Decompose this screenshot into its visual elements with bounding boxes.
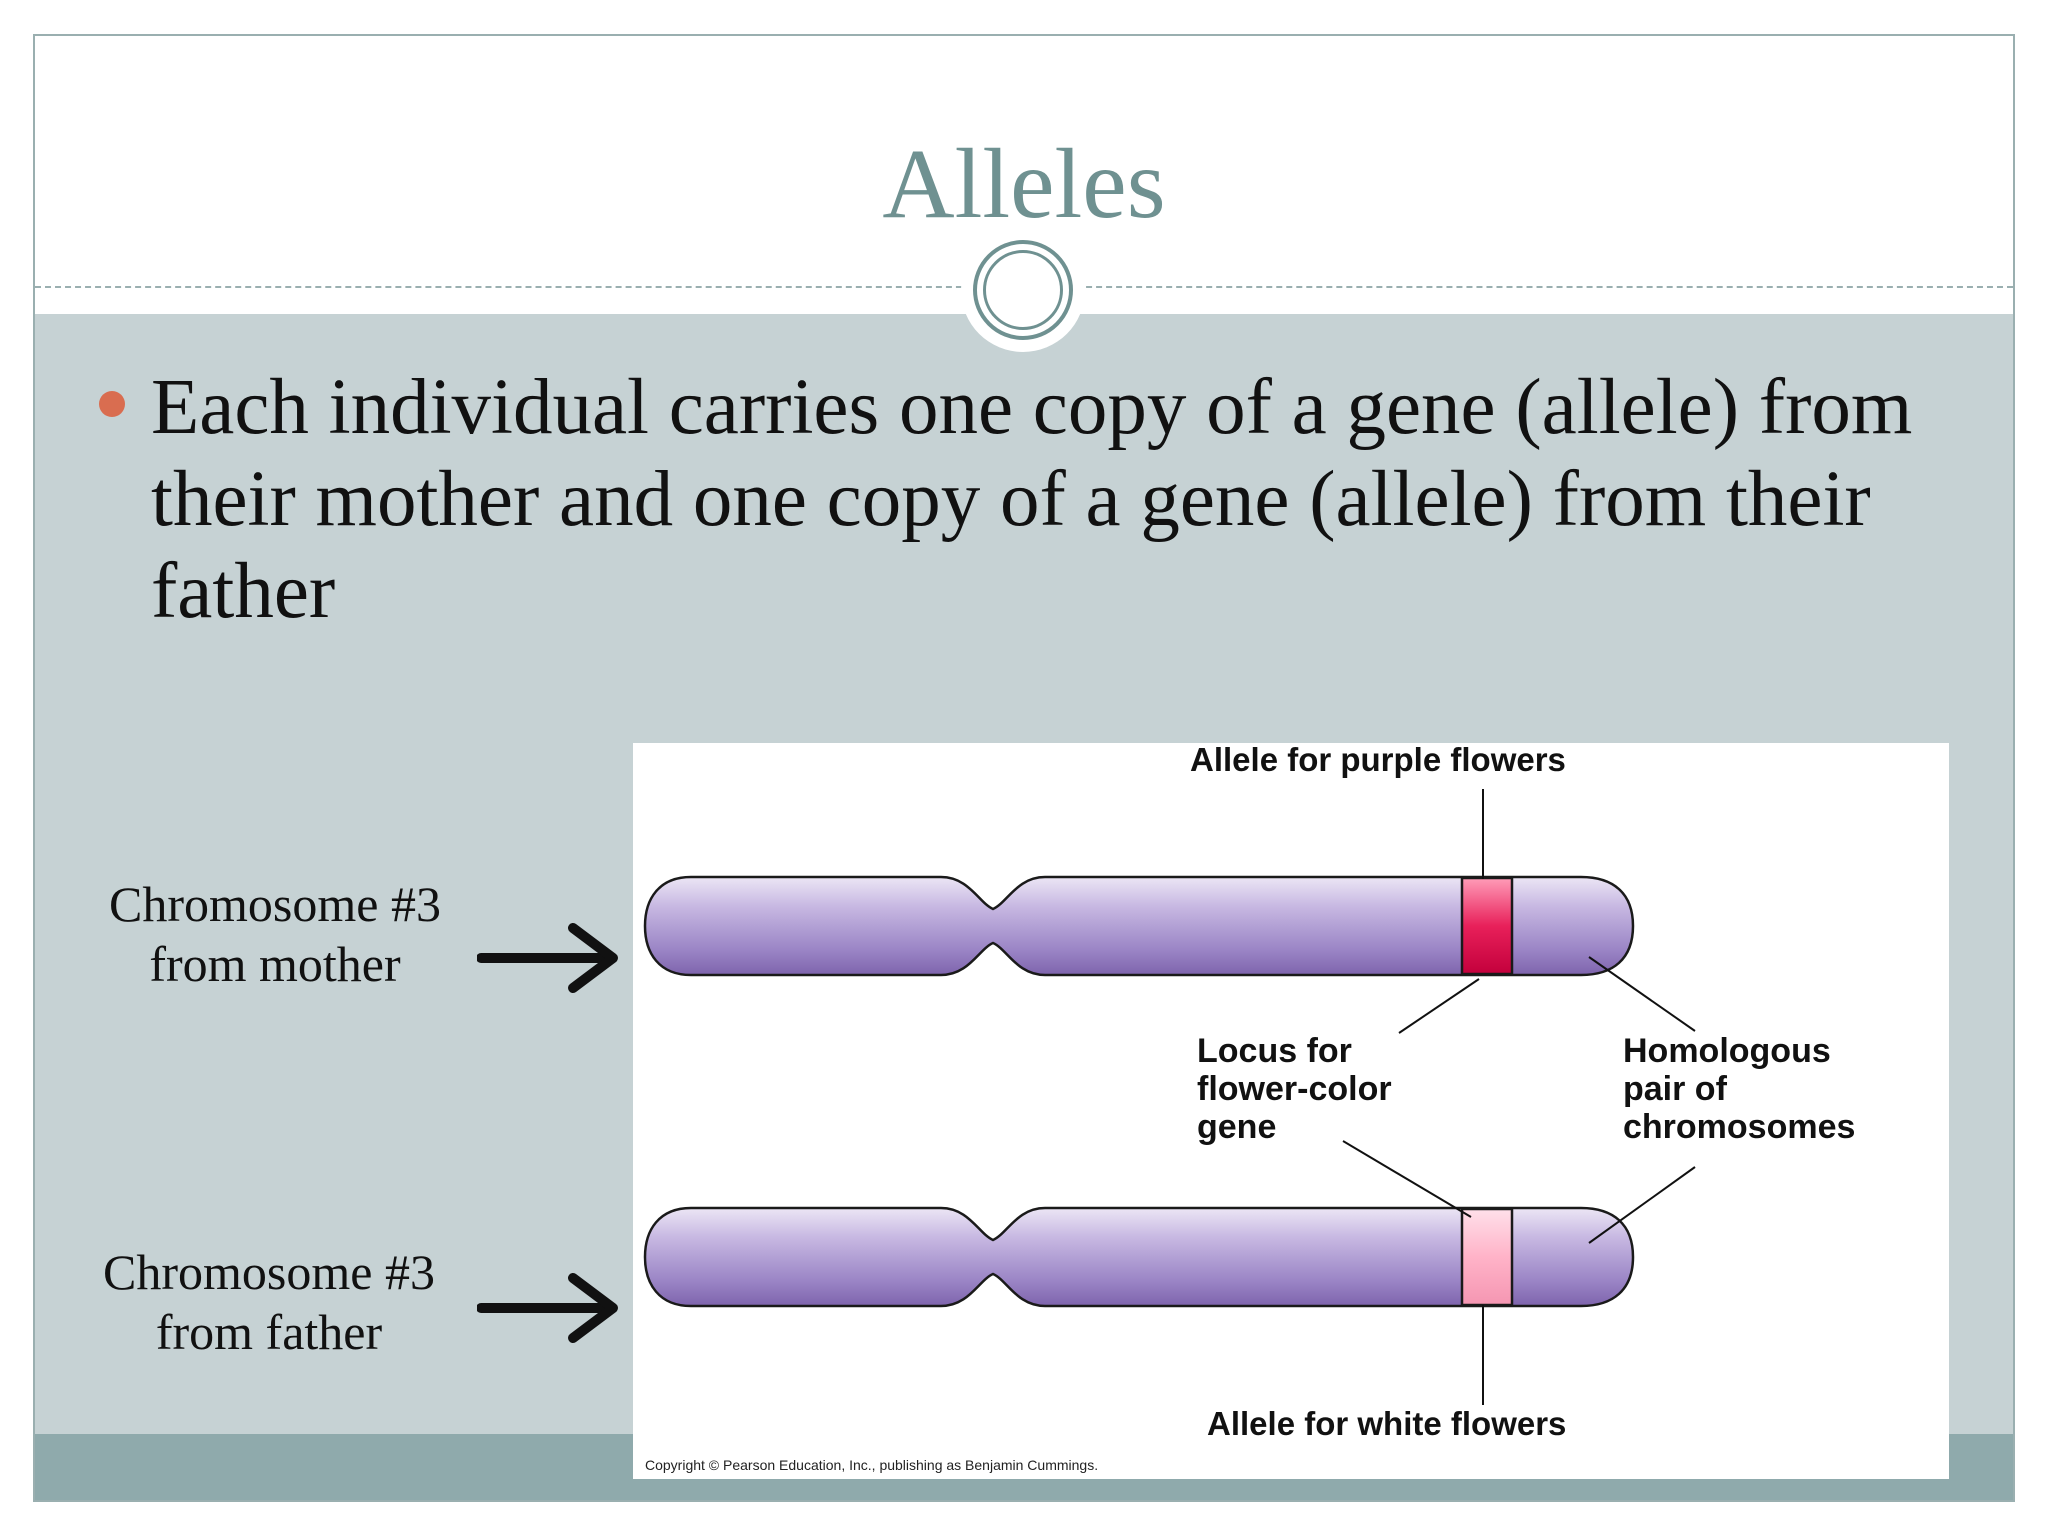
purple-allele-band (1460, 876, 1514, 976)
locus-label-line3: gene (1197, 1108, 1276, 1146)
locus-label-line2: flower-color (1197, 1070, 1392, 1108)
copyright-notice: Copyright © Pearson Education, Inc., pub… (645, 1457, 1098, 1473)
father-label-line2: from father (155, 1304, 383, 1360)
homologous-label-line2: pair of (1623, 1070, 1728, 1108)
mother-chromosome-label: Chromosome #3 from mother (65, 874, 485, 994)
bullet-dot (99, 391, 125, 417)
mother-label-line2: from mother (149, 936, 401, 992)
locus-label-line1: Locus for (1197, 1032, 1352, 1070)
white-allele-label: Allele for white flowers (1207, 1405, 1566, 1442)
white-allele-band (1460, 1207, 1514, 1307)
bullet-text: Each individual carries one copy of a ge… (151, 364, 1913, 635)
father-chromosome-label: Chromosome #3 from father (59, 1242, 479, 1362)
chromosome-diagram: Allele for purple flowers Locus for flow… (643, 743, 1855, 1473)
slide: Alleles Each individual carries one copy… (33, 34, 2015, 1502)
homologous-label-line1: Homologous (1623, 1032, 1831, 1070)
chromosome-figure: Allele for purple flowers Locus for flow… (633, 743, 1949, 1479)
father-chromosome (643, 1206, 1635, 1308)
slide-title: Alleles (882, 128, 1166, 239)
divider-ring-icon (961, 228, 1085, 352)
mother-label-line1: Chromosome #3 (109, 876, 441, 932)
father-label-line1: Chromosome #3 (103, 1244, 435, 1300)
mother-arrow-icon (477, 923, 618, 993)
purple-allele-label: Allele for purple flowers (1190, 743, 1566, 778)
father-arrow-icon (477, 1273, 618, 1343)
mother-chromosome (643, 875, 1635, 977)
leader-lines (1342, 789, 1696, 1405)
homologous-label-line3: chromosomes (1623, 1108, 1855, 1146)
